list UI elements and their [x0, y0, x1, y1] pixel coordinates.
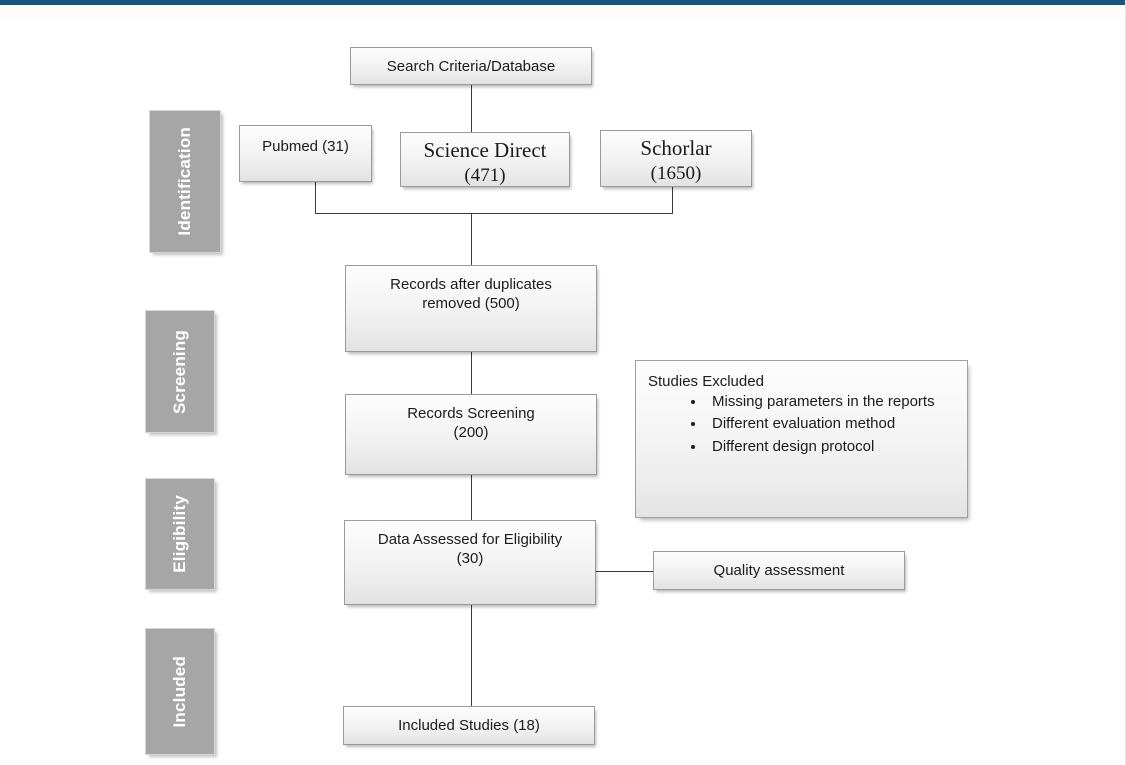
- node-records-screening-line2: (200): [453, 424, 489, 442]
- connector-screening-to-assessed: [471, 475, 472, 520]
- node-studies-excluded: Studies Excluded Missing parameters in t…: [635, 360, 968, 518]
- stage-bar-included: Included: [145, 628, 215, 755]
- studies-excluded-item: Different design protocol: [706, 437, 957, 457]
- connector-sources-bus: [315, 213, 673, 214]
- stage-label-eligibility: Eligibility: [170, 495, 189, 573]
- node-pubmed-label: Pubmed (31): [262, 138, 349, 155]
- node-included-studies-label: Included Studies (18): [398, 716, 540, 734]
- studies-excluded-title: Studies Excluded: [648, 373, 764, 390]
- connector-bus-to-records-after-duplicates: [471, 213, 472, 265]
- connector-search-to-sciencedirect: [471, 85, 472, 132]
- stage-bar-screening: Screening: [145, 310, 215, 433]
- node-quality-assessment: Quality assessment: [653, 551, 905, 590]
- studies-excluded-item: Different evaluation method: [706, 414, 957, 434]
- node-scholar-count: (1650): [650, 162, 702, 184]
- node-quality-assessment-label: Quality assessment: [713, 561, 845, 579]
- connector-pubmed-to-bus: [315, 182, 316, 214]
- node-records-after-duplicates-line1: Records after duplicates: [390, 276, 552, 293]
- stage-label-identification: Identification: [175, 127, 194, 236]
- node-included-studies: Included Studies (18): [343, 706, 595, 745]
- node-records-screening-line1: Records Screening: [407, 405, 535, 422]
- node-records-after-duplicates: Records after duplicates removed (500): [345, 265, 597, 352]
- node-science-direct-label: Science Direct: [423, 138, 547, 162]
- node-data-assessed-line2: (30): [456, 550, 484, 568]
- top-accent-rule: [0, 0, 1125, 5]
- top-accent-shadow: [0, 5, 1125, 27]
- node-pubmed: Pubmed (31): [239, 125, 372, 182]
- node-search-criteria-label: Search Criteria/Database: [386, 57, 556, 75]
- node-science-direct-count: (471): [464, 164, 506, 186]
- connector-assessed-to-included: [471, 605, 472, 706]
- connector-duplicates-to-screening: [471, 352, 472, 394]
- connector-scholar-to-bus: [672, 187, 673, 214]
- node-science-direct: Science Direct (471): [400, 132, 570, 187]
- stage-label-screening: Screening: [170, 329, 189, 414]
- stage-label-included: Included: [170, 655, 189, 728]
- node-data-assessed-line1: Data Assessed for Eligibility: [377, 531, 563, 548]
- stage-bar-identification: Identification: [149, 110, 221, 253]
- studies-excluded-item: Missing parameters in the reports: [706, 392, 957, 412]
- node-scholar-label: Schorlar: [640, 136, 712, 160]
- stage-bar-eligibility: Eligibility: [145, 478, 215, 590]
- node-scholar: Schorlar (1650): [600, 130, 752, 187]
- studies-excluded-list: Missing parameters in the reports Differ…: [648, 392, 957, 457]
- node-search-criteria: Search Criteria/Database: [350, 47, 592, 85]
- connector-assessed-to-quality: [596, 571, 654, 572]
- node-records-screening: Records Screening (200): [345, 394, 597, 475]
- node-records-after-duplicates-line2: removed (500): [422, 295, 520, 313]
- node-data-assessed-for-eligibility: Data Assessed for Eligibility (30): [344, 520, 596, 605]
